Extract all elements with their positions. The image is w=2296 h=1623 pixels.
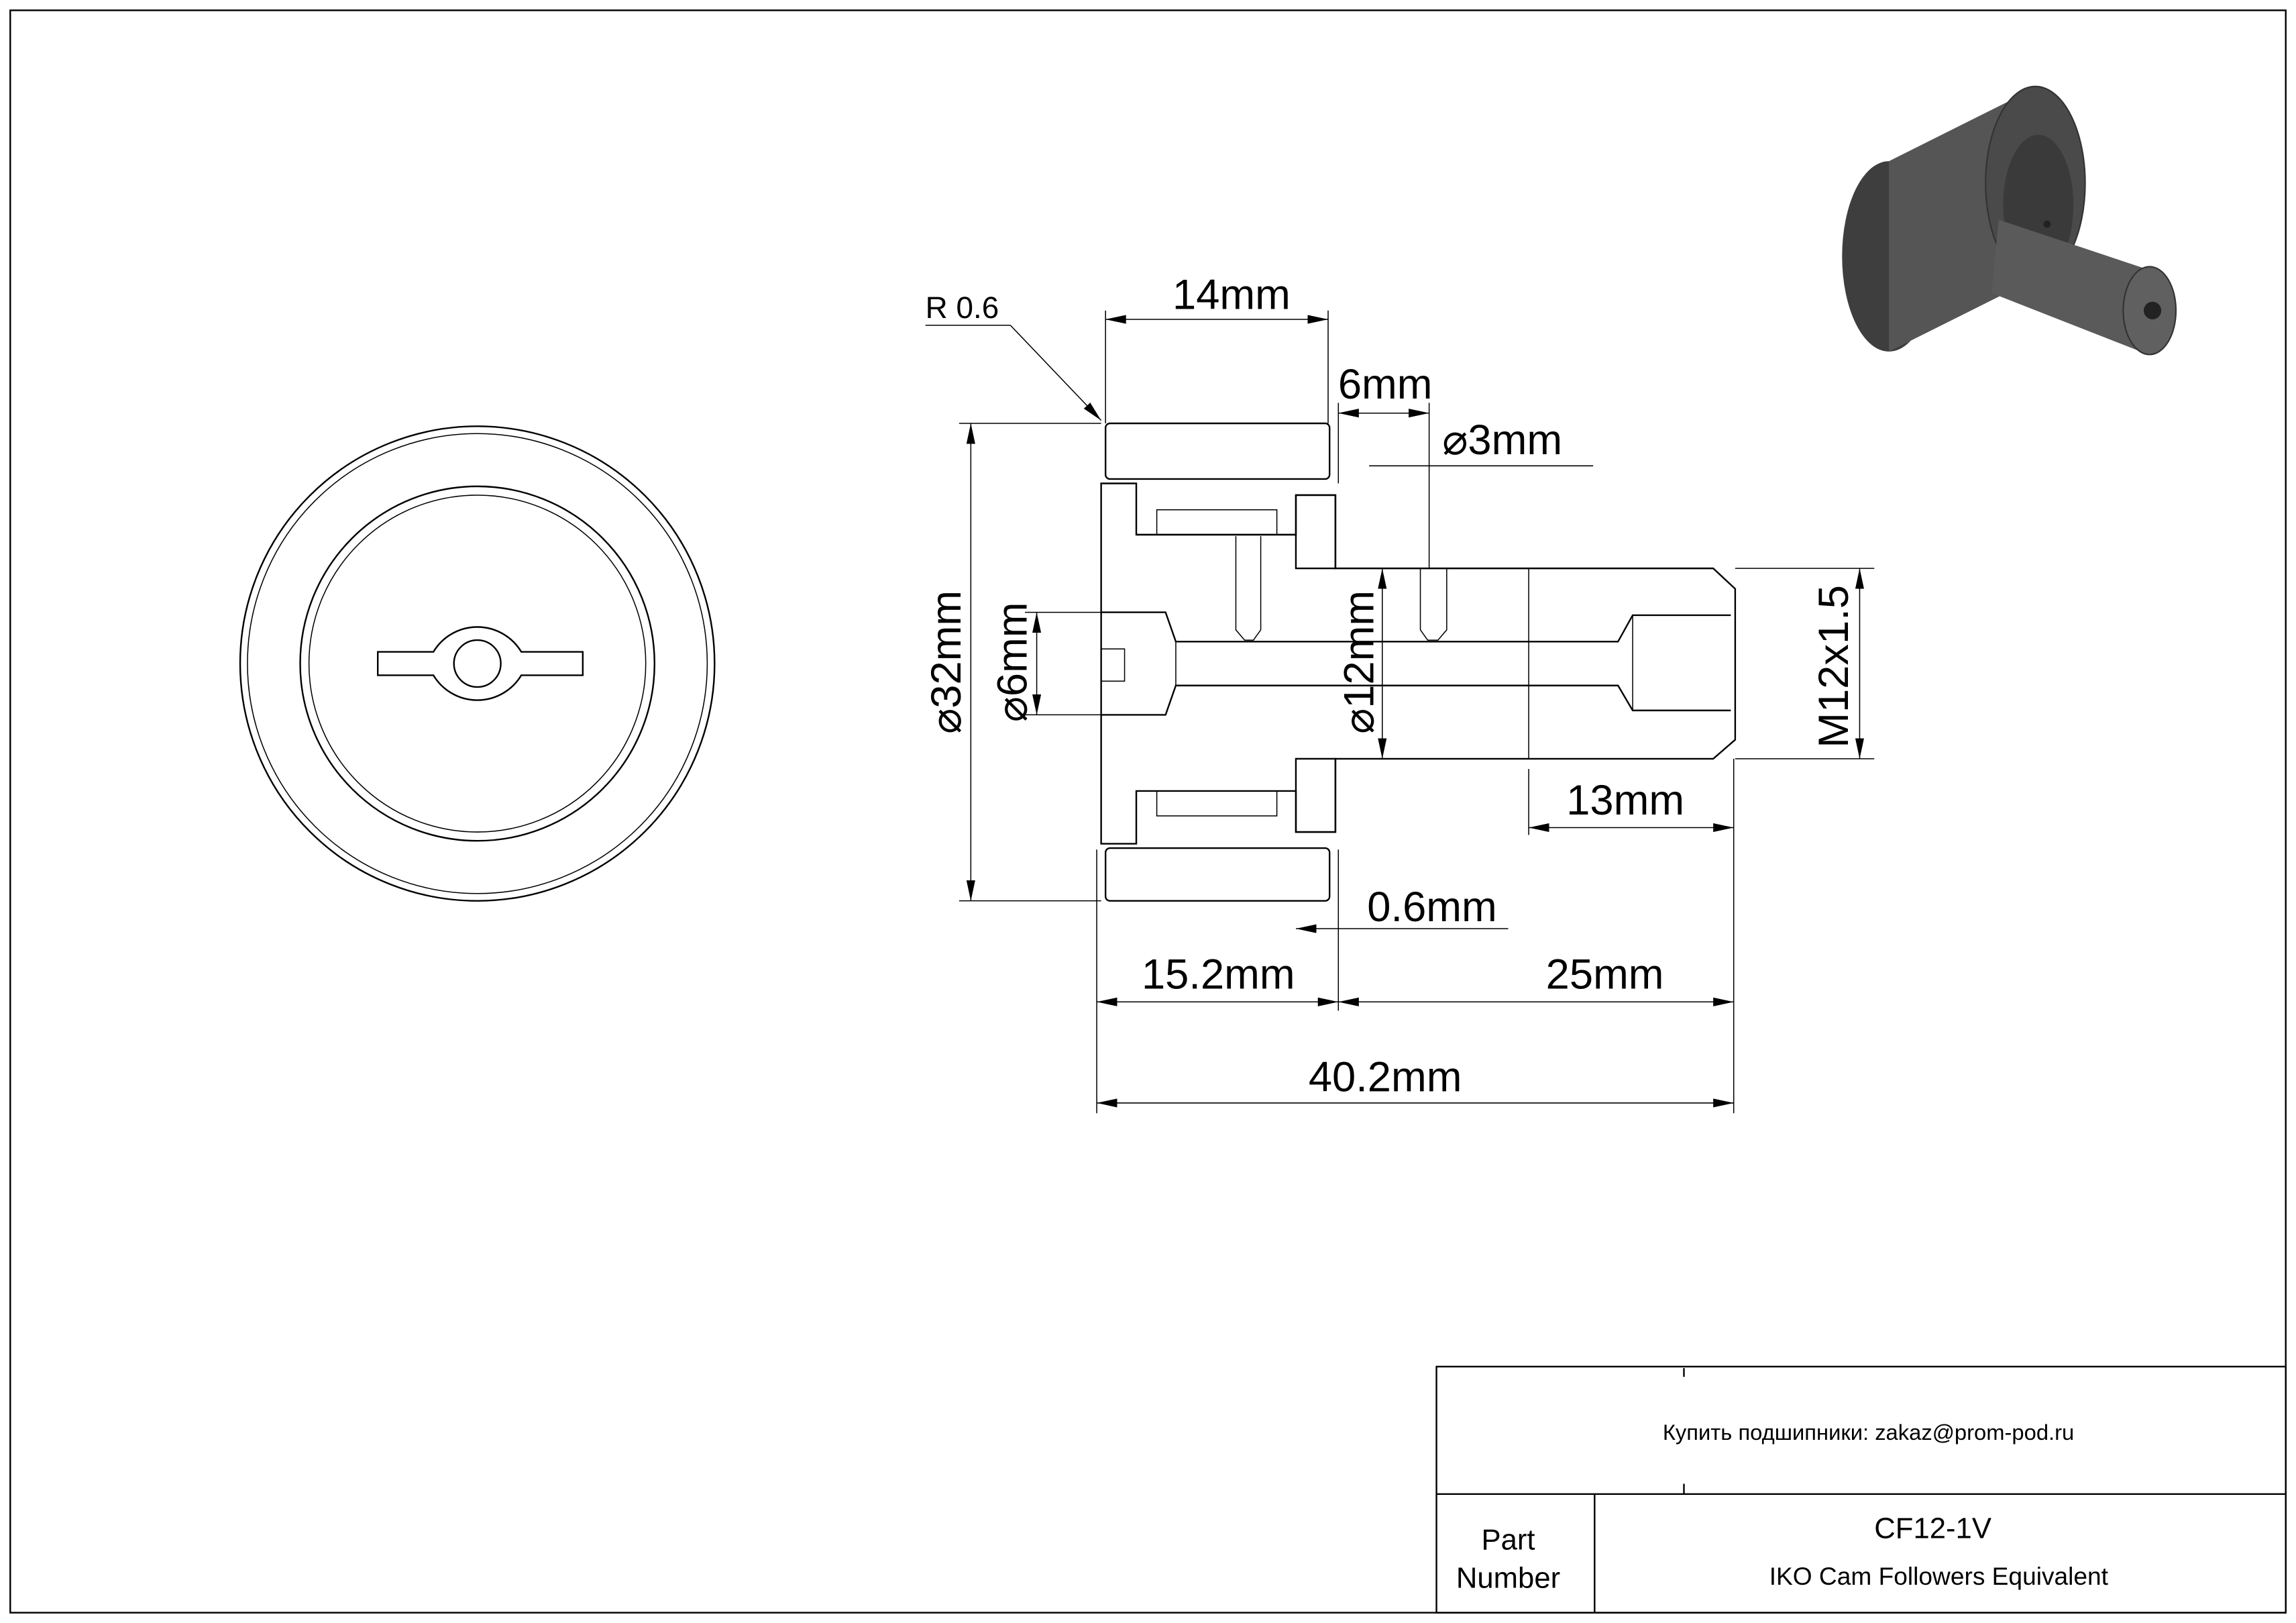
stud-length-label: 25mm [1546,951,1664,998]
section-view [1100,422,1737,902]
shoulder-label: 6mm [1338,361,1433,408]
outer-dia-label: ⌀32mm [923,590,970,734]
contact-text: Купить подшипники: zakaz@prom-pod.ru [1663,1420,2074,1445]
gap-label: 0.6mm [1367,884,1496,931]
hole-dia-label: ⌀3mm [1442,417,1562,464]
body-length-label: 15.2mm [1142,951,1295,998]
thread-label: M12x1.5 [1810,585,1857,748]
dimension-lines [925,310,1875,1114]
part-description: IKO Cam Followers Equivalent [1769,1562,2109,1590]
drawing-frame [9,9,2287,1614]
thread-length-label: 13mm [1566,777,1684,824]
total-length-label: 40.2mm [1309,1053,1462,1100]
part-number: CF12-1V [1874,1512,1991,1545]
3d-render-image [1842,85,2177,356]
stud-dia-label: ⌀12mm [1336,590,1383,734]
part-label-line2: Number [1456,1562,1560,1595]
ring-width-label: 14mm [1172,272,1291,319]
part-label-line1: Part [1481,1524,1535,1557]
radius-label: R 0.6 [926,291,999,325]
title-block: Купить подшипники: zakaz@prom-pod.ru Par… [1435,1365,2287,1614]
head-dia-label: ⌀6mm [989,602,1036,722]
front-view [239,425,716,902]
